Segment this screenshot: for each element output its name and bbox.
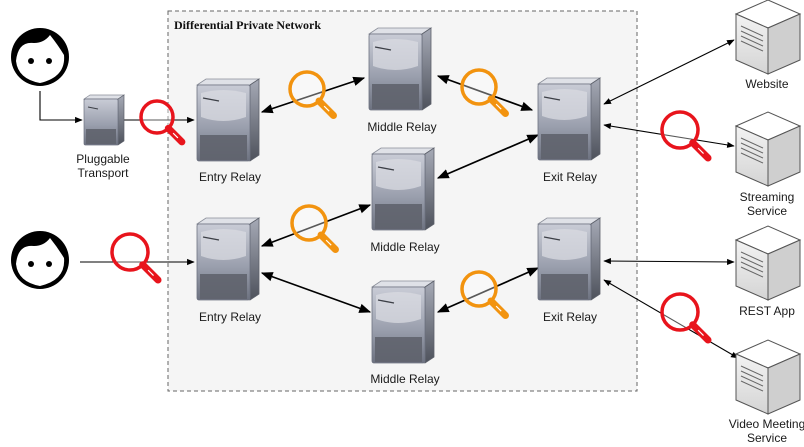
middle1-exit1-link: [436, 75, 534, 111]
entry2-middle3-link: [260, 272, 372, 313]
user-face-icon: [11, 231, 69, 289]
entry-relay-2-label: Entry Relay: [199, 310, 261, 324]
exit2-video-link: [603, 279, 739, 359]
middle-relay-1-label: Middle Relay: [367, 120, 436, 134]
magnifier-icon: [110, 232, 162, 284]
exit1-website-link: [603, 39, 735, 105]
pluggable-transport-server-icon: [83, 94, 125, 146]
middle3-exit2-link: [436, 267, 540, 313]
exit-relay-2-label: Exit Relay: [543, 310, 597, 324]
middle-relay-3-label: Middle Relay: [370, 372, 439, 386]
rest-app-server-icon: [735, 225, 801, 301]
magnifier-icon: [290, 204, 339, 253]
magnifier-icon: [288, 70, 337, 119]
video-meeting-label-line2: Service: [747, 431, 787, 445]
video-meeting-server-icon: [735, 339, 801, 415]
rest-app-label: REST App: [739, 304, 795, 318]
website-label: Website: [745, 77, 788, 91]
entry-relay-2-server-icon: [196, 217, 260, 301]
exit1-streaming-link: [603, 123, 735, 148]
entry2-middle2-link: [260, 204, 372, 247]
streaming-server-icon: [735, 111, 801, 187]
entry-relay-1-server-icon: [196, 78, 260, 162]
middle2-exit1-link: [436, 134, 540, 179]
magnifier-icon: [660, 292, 712, 344]
streaming-label-line1: Streaming: [740, 190, 795, 204]
transport-label-line2: Transport: [78, 166, 130, 180]
magnifier-icon: [460, 270, 509, 319]
middle-relay-2-server-icon: [371, 147, 435, 231]
magnifier-icon: [139, 99, 186, 146]
connections: [39, 39, 739, 359]
magnifier-icon: [660, 110, 712, 162]
entry1-middle1-link: [260, 76, 366, 114]
exit-relay-1-label: Exit Relay: [543, 170, 597, 184]
entry-relay-1-label: Entry Relay: [199, 170, 261, 184]
observers: [110, 68, 712, 344]
middle-relay-1-server-icon: [368, 27, 432, 111]
exit2-rest-link: [603, 257, 735, 266]
exit-relay-1-server-icon: [537, 77, 601, 161]
middle-relay-2-label: Middle Relay: [370, 240, 439, 254]
user1-to-transport-link: [39, 91, 83, 124]
video-meeting-label-line1: Video Meeting: [729, 417, 804, 431]
network-title: Differential Private Network: [174, 18, 321, 32]
user-face-icon: [11, 28, 69, 86]
exit-relay-2-server-icon: [537, 217, 601, 301]
streaming-label-line2: Service: [747, 204, 787, 218]
website-server-icon: [735, 0, 801, 75]
middle-relay-3-server-icon: [371, 280, 435, 364]
magnifier-icon: [460, 68, 509, 117]
transport-label-line1: Pluggable: [76, 152, 130, 166]
